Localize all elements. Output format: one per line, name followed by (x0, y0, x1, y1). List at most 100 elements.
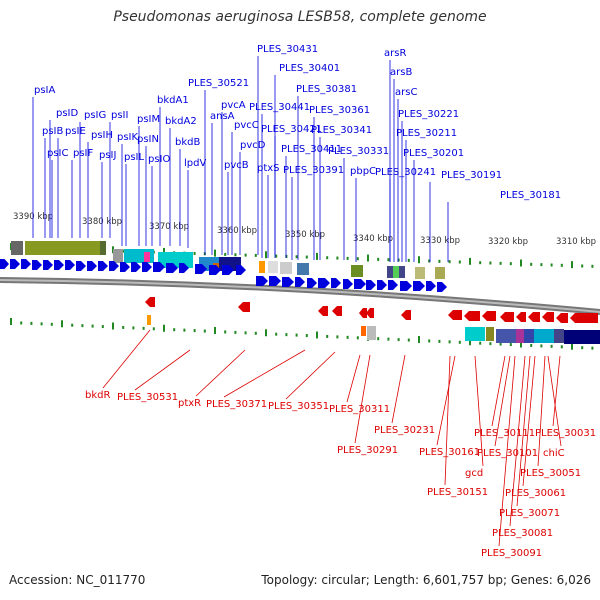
lower-tick (448, 340, 451, 344)
bottom-leader-line (491, 355, 506, 427)
forward-gene-arrow (426, 281, 436, 291)
reverse-gene-arrow (528, 312, 540, 322)
feature-box-top (297, 263, 309, 275)
scale-label: 3350 kbp (285, 230, 325, 240)
bottom-gene-label: PLES_30061 (505, 488, 566, 499)
top-gene-label: psIO (148, 154, 171, 165)
lower-tick (50, 322, 53, 326)
top-gene-label: arsC (395, 87, 417, 98)
bottom-gene-label: PLES_30071 (499, 508, 560, 519)
lower-tick (285, 333, 288, 337)
bottom-gene-label: PLES_30371 (206, 399, 267, 410)
lower-tick (509, 343, 512, 347)
upper-tick (407, 258, 410, 262)
top-gene-label: PLES_30411 (281, 144, 342, 155)
accession-text: Accession: NC_011770 (9, 573, 146, 587)
top-gene-label: bkdA2 (165, 116, 197, 127)
bottom-gene-label: PLES_30031 (535, 428, 596, 439)
reverse-gene-arrow (556, 313, 568, 323)
top-gene-label: PLES_30341 (311, 125, 372, 136)
scale-label: 3310 kbp (556, 237, 596, 247)
lower-tick (132, 326, 135, 330)
bottom-leader-line (285, 351, 336, 400)
bottom-leader-line (102, 329, 151, 389)
lower-tick (571, 342, 573, 350)
upper-tick (550, 263, 553, 267)
feature-box-bottom (564, 330, 600, 344)
upper-tick (448, 260, 451, 264)
forward-gene-arrow (0, 259, 9, 269)
lower-tick (438, 339, 441, 343)
bottom-gene-label: PLES_30111 (474, 428, 535, 439)
top-gene-label: psIK (117, 132, 139, 143)
lower-tick (418, 336, 420, 343)
top-gene-label: pbpC (350, 166, 376, 177)
forward-gene-arrow (195, 264, 207, 274)
upper-tick (479, 261, 482, 265)
lower-tick (550, 344, 553, 348)
lower-tick (428, 339, 431, 343)
upper-tick (275, 254, 278, 258)
forward-gene-arrow (388, 280, 398, 290)
reverse-gene-arrow (570, 313, 598, 323)
feature-box-bottom (534, 329, 554, 343)
backbone (0, 277, 600, 315)
feature-box-bottom (465, 327, 485, 341)
upper-tick (530, 262, 533, 266)
upper-tick (520, 259, 522, 267)
upper-tick (305, 255, 308, 259)
forward-gene-arrow (295, 277, 305, 287)
bottom-leader-line (516, 355, 531, 507)
upper-tick (193, 251, 196, 255)
top-gene-label: PLES_30331 (328, 146, 389, 157)
top-gene-label: bkdA1 (157, 95, 189, 106)
forward-gene-arrow (437, 282, 447, 292)
feature-box-top (259, 261, 265, 273)
upper-tick (316, 252, 318, 260)
upper-tick (469, 257, 471, 265)
reverse-gene-arrow (542, 312, 554, 322)
scale-label: 3370 kbp (149, 222, 189, 232)
top-gene-label: psIH (91, 130, 113, 141)
lower-tick (479, 341, 482, 345)
lower-tick (520, 340, 522, 348)
top-gene-label: psIJ (99, 150, 116, 161)
scale-label: 3360 kbp (217, 226, 257, 236)
feature-box-top (435, 267, 445, 279)
lower-tick (275, 332, 278, 336)
feature-box-bottom (147, 315, 151, 325)
bottom-gene-label: PLES_30151 (427, 487, 488, 498)
forward-gene-arrow (366, 280, 376, 290)
top-gene-label: psIG (84, 110, 106, 121)
bottom-gene-label: bkdR (85, 390, 110, 401)
lower-tick (560, 345, 563, 349)
upper-tick (499, 261, 502, 265)
top-gene-label: ptxS (257, 163, 280, 174)
upper-tick (489, 261, 492, 265)
top-gene-label: bkdB (175, 137, 200, 148)
feature-box-bottom (524, 329, 534, 343)
lower-tick (20, 321, 23, 325)
reverse-gene-arrow (464, 311, 480, 321)
reverse-gene-arrow (332, 306, 342, 316)
upper-tick (214, 249, 216, 257)
lower-tick (183, 328, 186, 332)
lower-tick (234, 330, 237, 334)
forward-gene-arrow (10, 259, 20, 269)
bottom-gene-label: PLES_30351 (268, 401, 329, 412)
top-gene-label: psIE (65, 126, 86, 137)
bottom-gene-label: PLES_30311 (329, 404, 390, 415)
top-gene-label: lpdV (184, 158, 206, 169)
lower-tick (224, 330, 227, 334)
bottom-leader-line (391, 354, 406, 424)
upper-tick (377, 257, 380, 261)
forward-gene-arrow (43, 260, 53, 270)
top-gene-label: PLES_30391 (283, 165, 344, 176)
map-title: Pseudomonas aeruginosa LESB58, complete … (113, 9, 487, 25)
upper-tick (163, 247, 165, 255)
bottom-gene-label: PLES_30531 (117, 392, 178, 403)
lower-tick (397, 338, 400, 342)
reverse-gene-arrow (145, 297, 155, 307)
